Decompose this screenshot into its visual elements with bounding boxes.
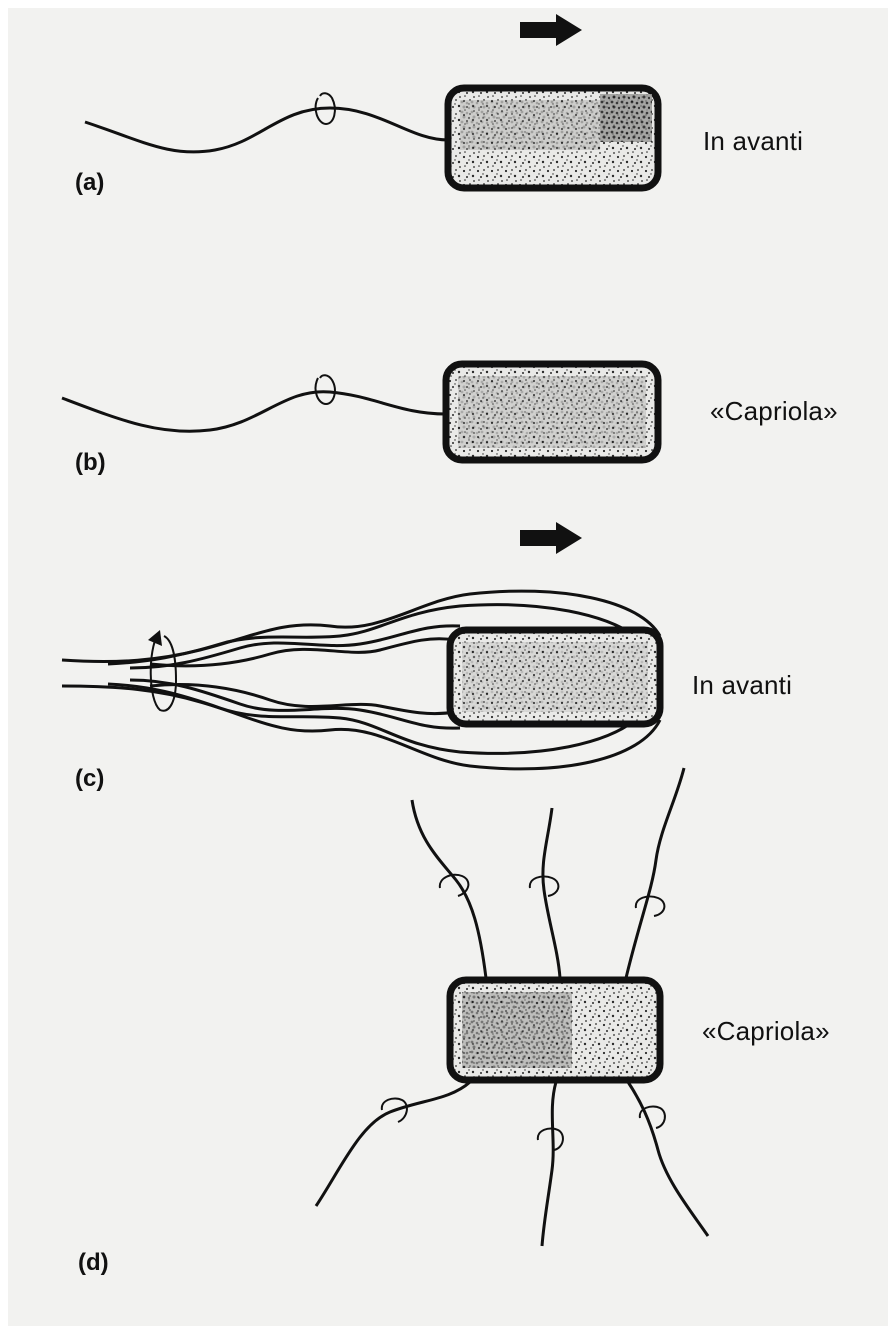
- cell-dark-pole: [600, 94, 652, 142]
- motion-label-b: «Capriola»: [710, 396, 838, 426]
- panel-label-c: (c): [75, 765, 104, 792]
- cell-shading: [462, 992, 572, 1068]
- motion-label-a: In avanti: [703, 126, 803, 156]
- cell-shading: [460, 100, 600, 150]
- motion-label-d: «Capriola»: [702, 1016, 830, 1046]
- panel-label-a: (a): [75, 169, 104, 196]
- motion-label-c: In avanti: [692, 670, 792, 700]
- panel-label-d: (d): [78, 1249, 109, 1276]
- panel-label-b: (b): [75, 449, 106, 476]
- cell-shading: [462, 642, 648, 712]
- cell-shading: [458, 376, 646, 448]
